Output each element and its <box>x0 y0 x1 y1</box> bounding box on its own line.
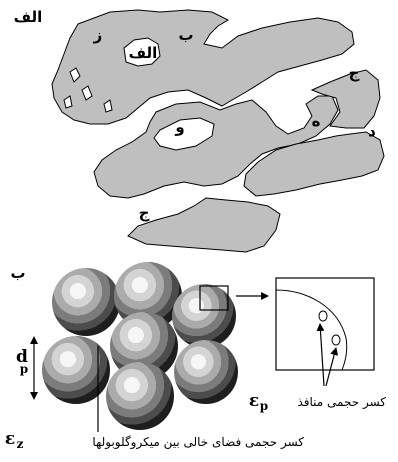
dp-subscript: p <box>20 362 28 376</box>
grain-bottom <box>128 198 280 252</box>
ep-symbol: ε <box>249 391 259 411</box>
panel-b: ب d p ε p کسر حجمی منافذ ε z کس <box>5 262 386 451</box>
dp-arrow-top-head <box>30 336 38 344</box>
panel-a: الف ز الف ب ج ه د و ج <box>14 8 384 252</box>
sphere-right-top <box>172 284 236 348</box>
label-j-top: ج <box>349 64 360 82</box>
label-d: د <box>368 122 376 140</box>
ep-subscript: p <box>260 399 268 413</box>
sphere-right-bottom <box>174 340 238 404</box>
ez-symbol: ε <box>5 429 15 449</box>
sphere-bottom <box>106 362 174 430</box>
sphere-left-middle <box>42 336 110 404</box>
label-j-bottom: ج <box>139 204 150 222</box>
label-b: ب <box>178 26 193 44</box>
panel-a-label: الف <box>14 8 43 26</box>
dp-arrow-bottom-head <box>30 392 38 400</box>
label-h: ه <box>312 112 321 130</box>
label-alef: الف <box>129 44 158 62</box>
ep-caption: کسر حجمی منافذ <box>297 395 386 410</box>
panel-b-label: ب <box>10 264 25 282</box>
ez-caption: کسر حجمی فضای خالی بین میکروگلوبولها <box>92 435 304 450</box>
sphere-top-left <box>52 268 120 336</box>
ez-subscript: z <box>17 437 24 451</box>
label-z: ز <box>93 26 103 44</box>
magnified-view <box>276 278 374 370</box>
label-v: و <box>174 118 184 136</box>
micro-pore-1 <box>319 311 327 321</box>
micro-pore-2 <box>332 335 340 345</box>
